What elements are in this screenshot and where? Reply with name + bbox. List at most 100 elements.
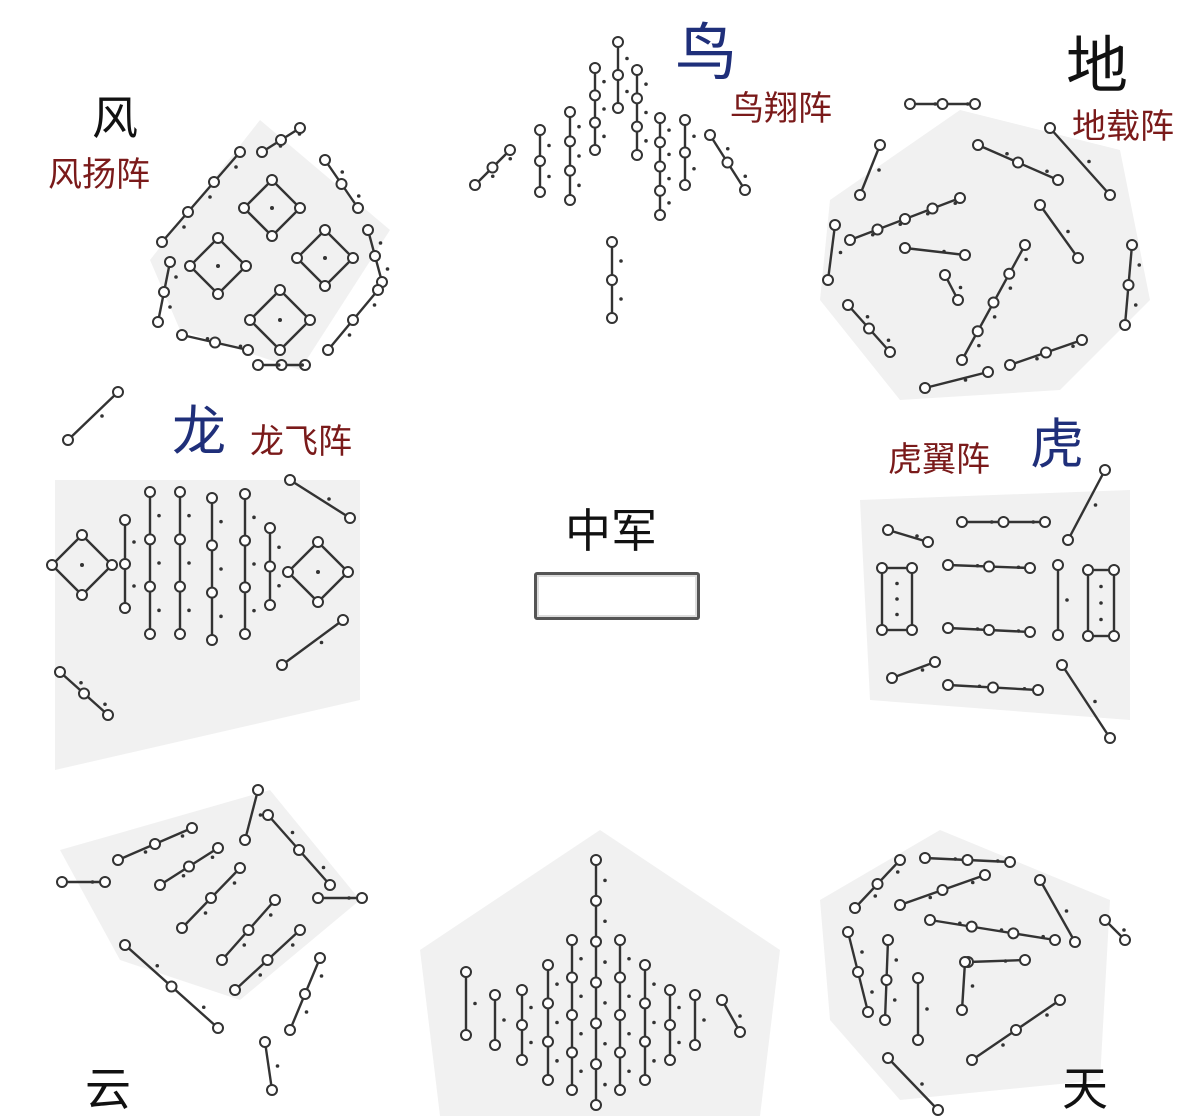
niao-wing-node (504, 144, 516, 156)
tian-edge-mark (953, 857, 958, 861)
feng-edge-node (294, 122, 306, 134)
yun-edge-node (293, 844, 305, 856)
hu-formation-label: 虎翼阵 (888, 440, 990, 480)
tian-edge-line (929, 918, 1056, 942)
long-column-node (264, 599, 276, 611)
bottom-wing-node (664, 1019, 676, 1031)
di-edge-node (1019, 239, 1031, 251)
niao-wing-mark (602, 134, 606, 139)
di-edge-node (1104, 189, 1116, 201)
di-edge-line (904, 246, 966, 257)
long-column-node (206, 539, 218, 552)
bottom-wing-node (639, 959, 651, 971)
feng-diamond-node (266, 230, 278, 242)
yun-edge-node (259, 1036, 271, 1048)
niao-tail-node (606, 236, 618, 248)
long-column-mark (132, 584, 136, 588)
hu-edge-node (997, 516, 1010, 528)
bottom-wing-node (516, 1054, 528, 1066)
di-edge-node (919, 382, 931, 394)
yun-edge-node (205, 892, 217, 904)
hu-edge-mark (977, 684, 982, 689)
niao-wing-node (631, 149, 643, 161)
feng-diamond-node (319, 224, 331, 236)
long-column-mark (252, 608, 256, 613)
niao-wing-node (679, 179, 691, 191)
niao-wing-mark (644, 110, 648, 115)
niao-wing-node (564, 164, 576, 177)
tian-edge-line (960, 961, 967, 1011)
yun-edge-mark (258, 813, 263, 817)
feng-edge-node (158, 286, 170, 298)
niao-wing-node (589, 116, 601, 129)
bottom-wing-node (542, 997, 554, 1010)
di-edge-mark (992, 315, 997, 319)
di-edge-node (969, 98, 981, 110)
bottom-wing-node (566, 971, 578, 984)
yun-edge-mark (180, 834, 185, 838)
tian-edge-node (1034, 874, 1046, 886)
long-column-mark (157, 608, 161, 613)
bottom-wing-mark (529, 1040, 533, 1045)
hu-edge-node (1052, 629, 1064, 641)
di-edge-mark (886, 338, 891, 343)
yun-edge-mark (347, 896, 351, 900)
yun-edge-node (252, 784, 264, 796)
niao-wing-node (469, 179, 481, 191)
long-diamond-node (76, 529, 88, 541)
bottom-wing-mark (579, 994, 583, 999)
yun-edge-mark (201, 1005, 206, 1010)
feng-edge-node (234, 146, 246, 158)
yun-edge-mark (304, 1010, 309, 1014)
tian-edge-node (1007, 927, 1020, 940)
di-edge-node (1119, 319, 1131, 331)
feng-edge-line (161, 151, 241, 243)
bottom-wing-mark (529, 1005, 533, 1010)
long-column-node (144, 486, 156, 498)
tian-edge-node (894, 899, 906, 911)
yun-edge-node (183, 860, 195, 873)
tian-edge-mark (958, 921, 962, 926)
tian-edge-node (880, 974, 893, 986)
bottom-spine-mark (603, 1001, 607, 1005)
bottom-wing-mark (652, 982, 656, 986)
long-column-node (144, 533, 156, 546)
tian-edge-node (894, 854, 906, 866)
di-label: 地 (1066, 29, 1129, 102)
long-diamond-mark (316, 570, 320, 574)
bottom-wing-node (734, 1026, 746, 1038)
hu-edge-mark (1093, 699, 1097, 704)
di-edge-mark (977, 343, 981, 348)
hu-edge-node (1039, 516, 1051, 528)
niao-tail-node (606, 312, 618, 324)
yun-edge-node (165, 980, 178, 993)
di-edge-node (1004, 359, 1016, 371)
niao-wing-node (564, 194, 576, 206)
hu-edge-mark (1022, 686, 1027, 691)
hu-edge-line (1066, 469, 1107, 541)
niao-wing-mark (577, 154, 581, 158)
niao-wing-node (654, 136, 666, 149)
long-edge-node (62, 434, 74, 446)
di-edge-node (956, 354, 968, 366)
niao-wing-node (679, 146, 691, 159)
bottom-wing-node (664, 1054, 676, 1066)
long-column-mark (252, 562, 256, 566)
hu-edge-node (1062, 534, 1074, 546)
tian-edge-node (924, 914, 936, 926)
tian-edge-mark (860, 950, 864, 954)
feng-edge-node (252, 359, 264, 371)
yun-edge-node (229, 984, 241, 996)
tian-edge-mark (1064, 909, 1069, 913)
niao-tail-node (606, 274, 618, 286)
di-edge-mark (1008, 286, 1013, 290)
niao-wing-node (534, 124, 546, 136)
bottom-wing-node (566, 1009, 578, 1021)
di-edge-mark (1005, 151, 1009, 156)
long-column-mark (219, 614, 223, 619)
feng-edge-node (164, 256, 176, 268)
yun-edge-node (154, 879, 166, 891)
yun-edge-mark (181, 873, 186, 878)
niao-wing-node (589, 62, 601, 74)
long-edge-mark (327, 497, 331, 501)
